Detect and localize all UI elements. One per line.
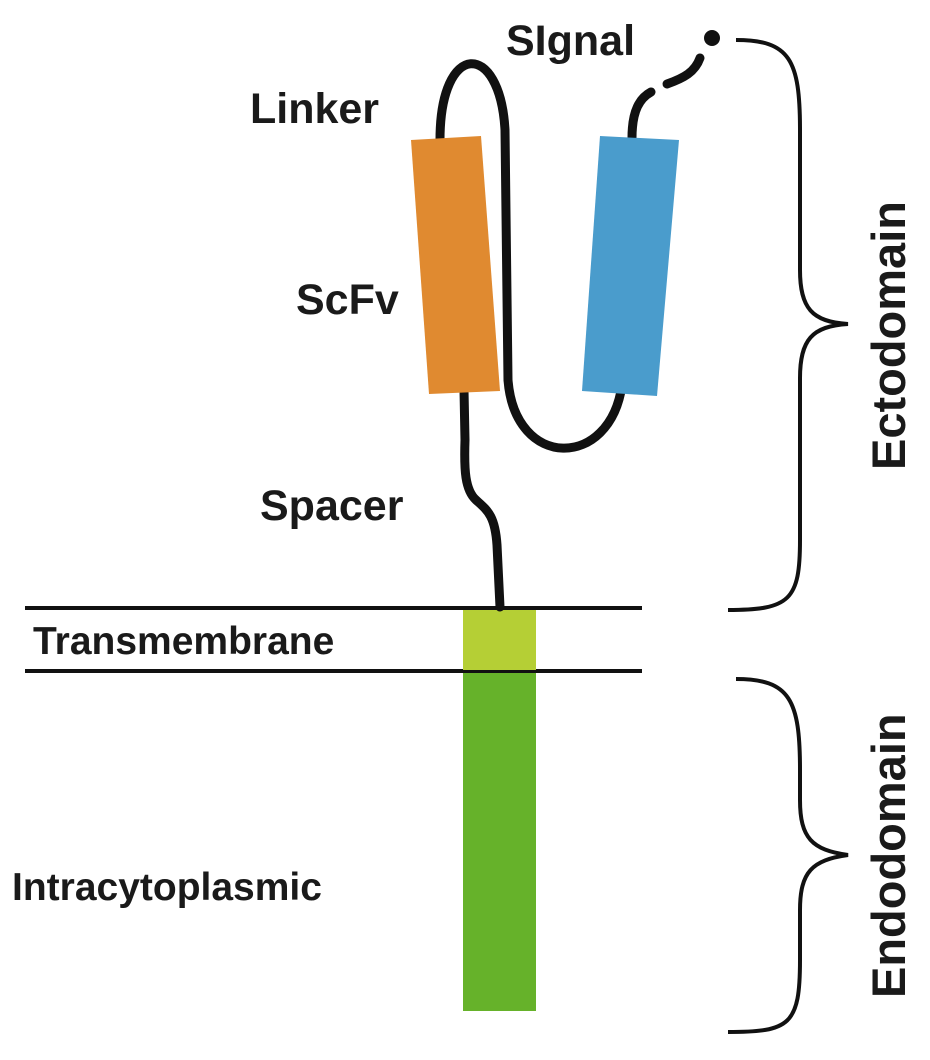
ectodomain-brace: [727, 38, 849, 612]
signal-connector: [627, 87, 656, 143]
endodomain-brace: [727, 677, 849, 1034]
spacer-line: [459, 385, 505, 612]
signal-peptide-dot: [704, 30, 720, 46]
intracytoplasmic-domain: [463, 673, 536, 1011]
spacer-label: Spacer: [260, 482, 404, 530]
intracytoplasmic-label: Intracytoplasmic: [12, 866, 322, 909]
linker-label: Linker: [250, 85, 379, 133]
signal-label: SIgnal: [506, 17, 635, 65]
scfv-orange-domain: [411, 136, 500, 394]
endodomain-label: Endodomain: [862, 713, 915, 998]
transmembrane-label: Transmembrane: [33, 620, 334, 663]
signal-peptide-dashed: [662, 53, 705, 89]
transmembrane-domain: [463, 610, 536, 670]
linker-loop: [435, 59, 627, 453]
scfv-blue-domain: [582, 136, 679, 396]
scfv-label: ScFv: [296, 276, 399, 324]
ectodomain-label: Ectodomain: [862, 201, 915, 470]
